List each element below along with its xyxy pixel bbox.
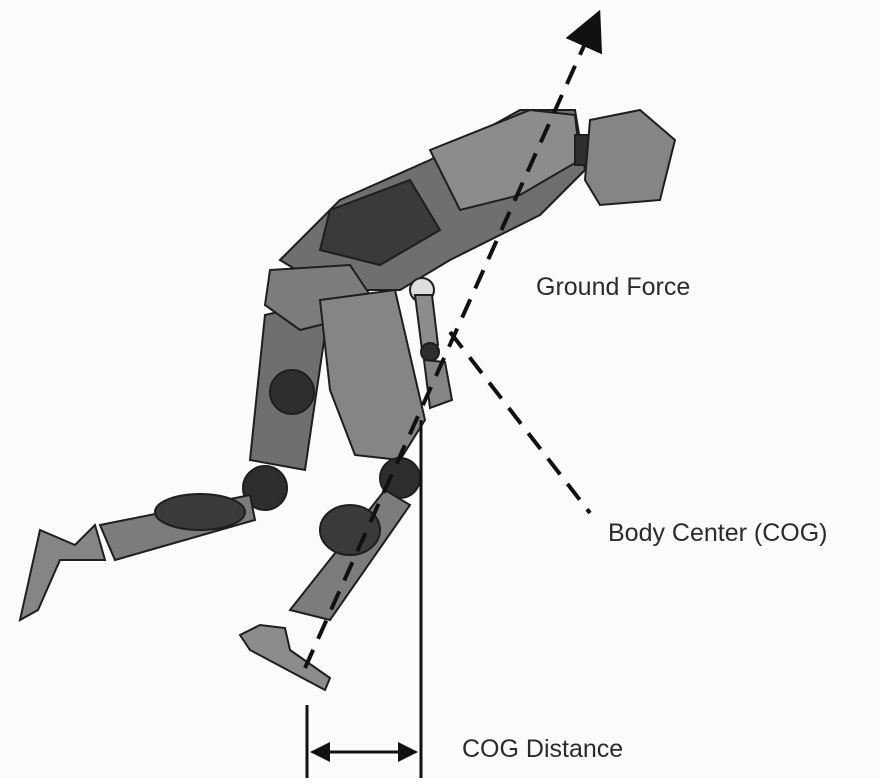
front-thigh <box>320 290 425 460</box>
front-calf <box>320 505 380 555</box>
cog-distance-label: COG Distance <box>462 737 623 762</box>
cog-distance-arrow <box>310 742 418 762</box>
upper-arm <box>415 295 438 350</box>
cog-leader-line <box>450 332 590 513</box>
rear-calf <box>155 494 245 530</box>
front-foot <box>240 625 330 690</box>
head <box>585 110 675 205</box>
runner-figure <box>20 110 675 690</box>
elbow-joint <box>421 343 439 361</box>
body-center-label: Body Center (COG) <box>608 521 828 546</box>
ground-force-label: Ground Force <box>536 275 690 300</box>
rear-foot <box>20 525 105 620</box>
rear-hip-joint <box>270 370 314 414</box>
